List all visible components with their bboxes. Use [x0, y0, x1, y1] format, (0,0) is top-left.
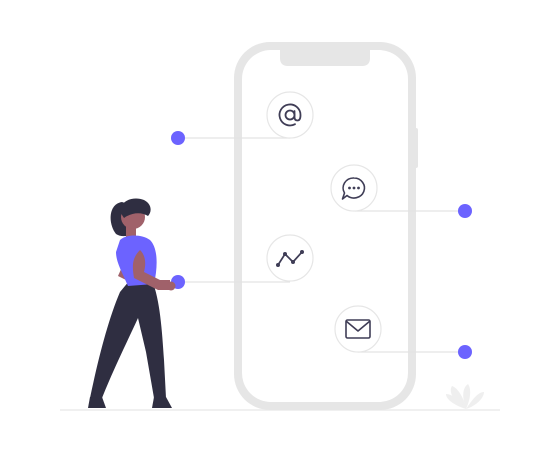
phone-screen — [242, 50, 408, 402]
accent-dot — [458, 204, 472, 218]
person-shoe-right — [152, 397, 172, 408]
person-figure — [88, 198, 185, 408]
at-sign-icon-button[interactable] — [266, 91, 314, 139]
phone-notch — [280, 50, 370, 66]
envelope-icon — [345, 319, 371, 339]
chat-bubble-icon-button[interactable] — [330, 164, 378, 212]
person-hair-top — [120, 198, 151, 218]
person-neck — [126, 226, 136, 238]
person-arm-front — [132, 250, 170, 290]
phone — [234, 42, 418, 410]
line-chart-icon-button[interactable] — [266, 234, 314, 282]
at-sign-icon — [278, 103, 302, 127]
person-hand — [166, 281, 176, 291]
person-shoe-left — [88, 397, 106, 408]
phone-side-button — [414, 128, 418, 168]
chat-bubble-icon — [341, 177, 366, 200]
connectors — [178, 137, 465, 353]
accent-dot — [171, 131, 185, 145]
person-legs — [90, 280, 166, 398]
envelope-icon-button[interactable] — [334, 305, 382, 353]
accent-dots — [171, 131, 472, 359]
line-chart-icon — [276, 250, 304, 267]
plant-decoration — [446, 384, 484, 409]
accent-dot — [458, 345, 472, 359]
